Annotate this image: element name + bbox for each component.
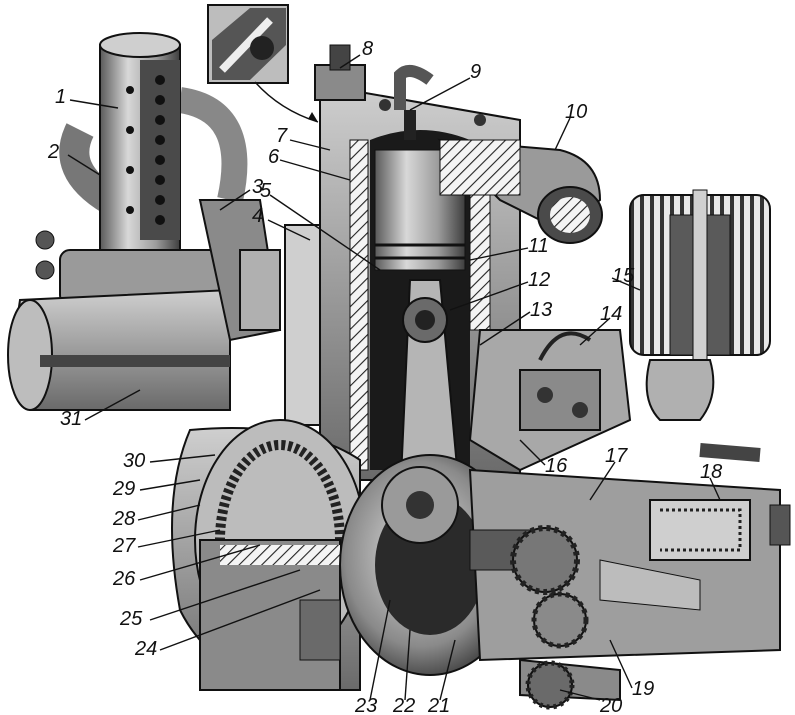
connecting-rod — [398, 279, 462, 501]
callout-18: 18 — [700, 461, 722, 483]
callout-3: 3 — [252, 176, 263, 198]
callout-26: 26 — [112, 568, 136, 590]
callout-2: 2 — [47, 141, 59, 163]
inset-detail — [207, 4, 319, 123]
mounting-bracket — [198, 199, 282, 342]
callout-13: 13 — [530, 299, 552, 321]
starter-motor — [7, 230, 231, 411]
callout-5: 5 — [260, 180, 272, 202]
air-cleaner-tube — [59, 32, 248, 276]
callout-11: 11 — [528, 235, 549, 257]
flywheel-housing — [171, 419, 366, 691]
callout-23: 23 — [354, 695, 377, 715]
pump-assembly — [468, 329, 632, 472]
callout-17: 17 — [605, 445, 628, 467]
callout-20: 20 — [599, 695, 622, 715]
callout-22: 22 — [392, 695, 415, 715]
callout-labels: 1 2 3 4 5 6 7 8 9 10 11 12 13 14 15 16 1… — [47, 38, 722, 715]
callout-12: 12 — [528, 269, 550, 291]
callout-27: 27 — [112, 535, 136, 557]
finned-filter — [629, 189, 771, 462]
crankcase — [468, 468, 791, 710]
callout-29: 29 — [112, 478, 135, 500]
exhaust-manifold — [437, 138, 603, 244]
callout-24: 24 — [134, 638, 157, 660]
callout-28: 28 — [112, 508, 135, 530]
callout-14: 14 — [600, 303, 622, 325]
callout-30: 30 — [123, 450, 145, 472]
callout-9: 9 — [470, 61, 481, 83]
callout-16: 16 — [545, 455, 568, 477]
callout-4: 4 — [252, 205, 263, 227]
callout-21: 21 — [427, 695, 450, 715]
callout-8: 8 — [362, 38, 373, 60]
callout-6: 6 — [268, 146, 280, 168]
callout-19: 19 — [632, 678, 654, 700]
cylinder-head — [314, 44, 486, 140]
callout-7: 7 — [276, 125, 288, 147]
callout-15: 15 — [612, 265, 635, 287]
callout-25: 25 — [119, 608, 143, 630]
callout-1: 1 — [55, 86, 66, 108]
tube-perforations — [126, 75, 165, 225]
callout-31: 31 — [60, 408, 82, 430]
leader-lines — [67, 54, 721, 701]
callout-10: 10 — [565, 101, 587, 123]
